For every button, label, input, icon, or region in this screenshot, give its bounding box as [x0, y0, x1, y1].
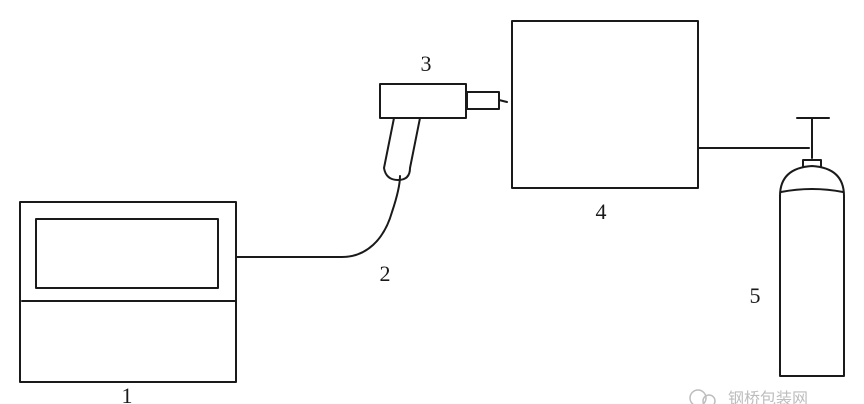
label-hose: 2 — [380, 261, 391, 286]
sprayer-body — [379, 83, 467, 119]
label-cylinder: 5 — [750, 283, 761, 308]
watermark-logo-icon — [689, 389, 716, 404]
cylinder-neck — [802, 159, 822, 168]
watermark: 钢桥包装网 — [689, 389, 808, 404]
cylinder-shoulder-line — [780, 188, 844, 193]
watermark-text: 钢桥包装网 — [728, 389, 808, 404]
instrument-housing — [19, 201, 237, 383]
sprayer-unit — [379, 83, 508, 181]
instrument-display — [35, 218, 219, 289]
nozzle-tip — [498, 99, 508, 103]
sprayer-nozzle — [466, 91, 500, 110]
instrument-unit — [19, 201, 237, 383]
label-instrument: 1 — [122, 383, 133, 404]
label-workpiece: 4 — [596, 199, 607, 224]
gas-cylinder — [779, 117, 845, 377]
sprayer-handle — [383, 117, 421, 181]
cylinder-body — [779, 165, 845, 377]
connecting-cable — [235, 175, 401, 258]
test-chamber — [511, 20, 699, 189]
label-sprayer: 3 — [421, 51, 432, 76]
